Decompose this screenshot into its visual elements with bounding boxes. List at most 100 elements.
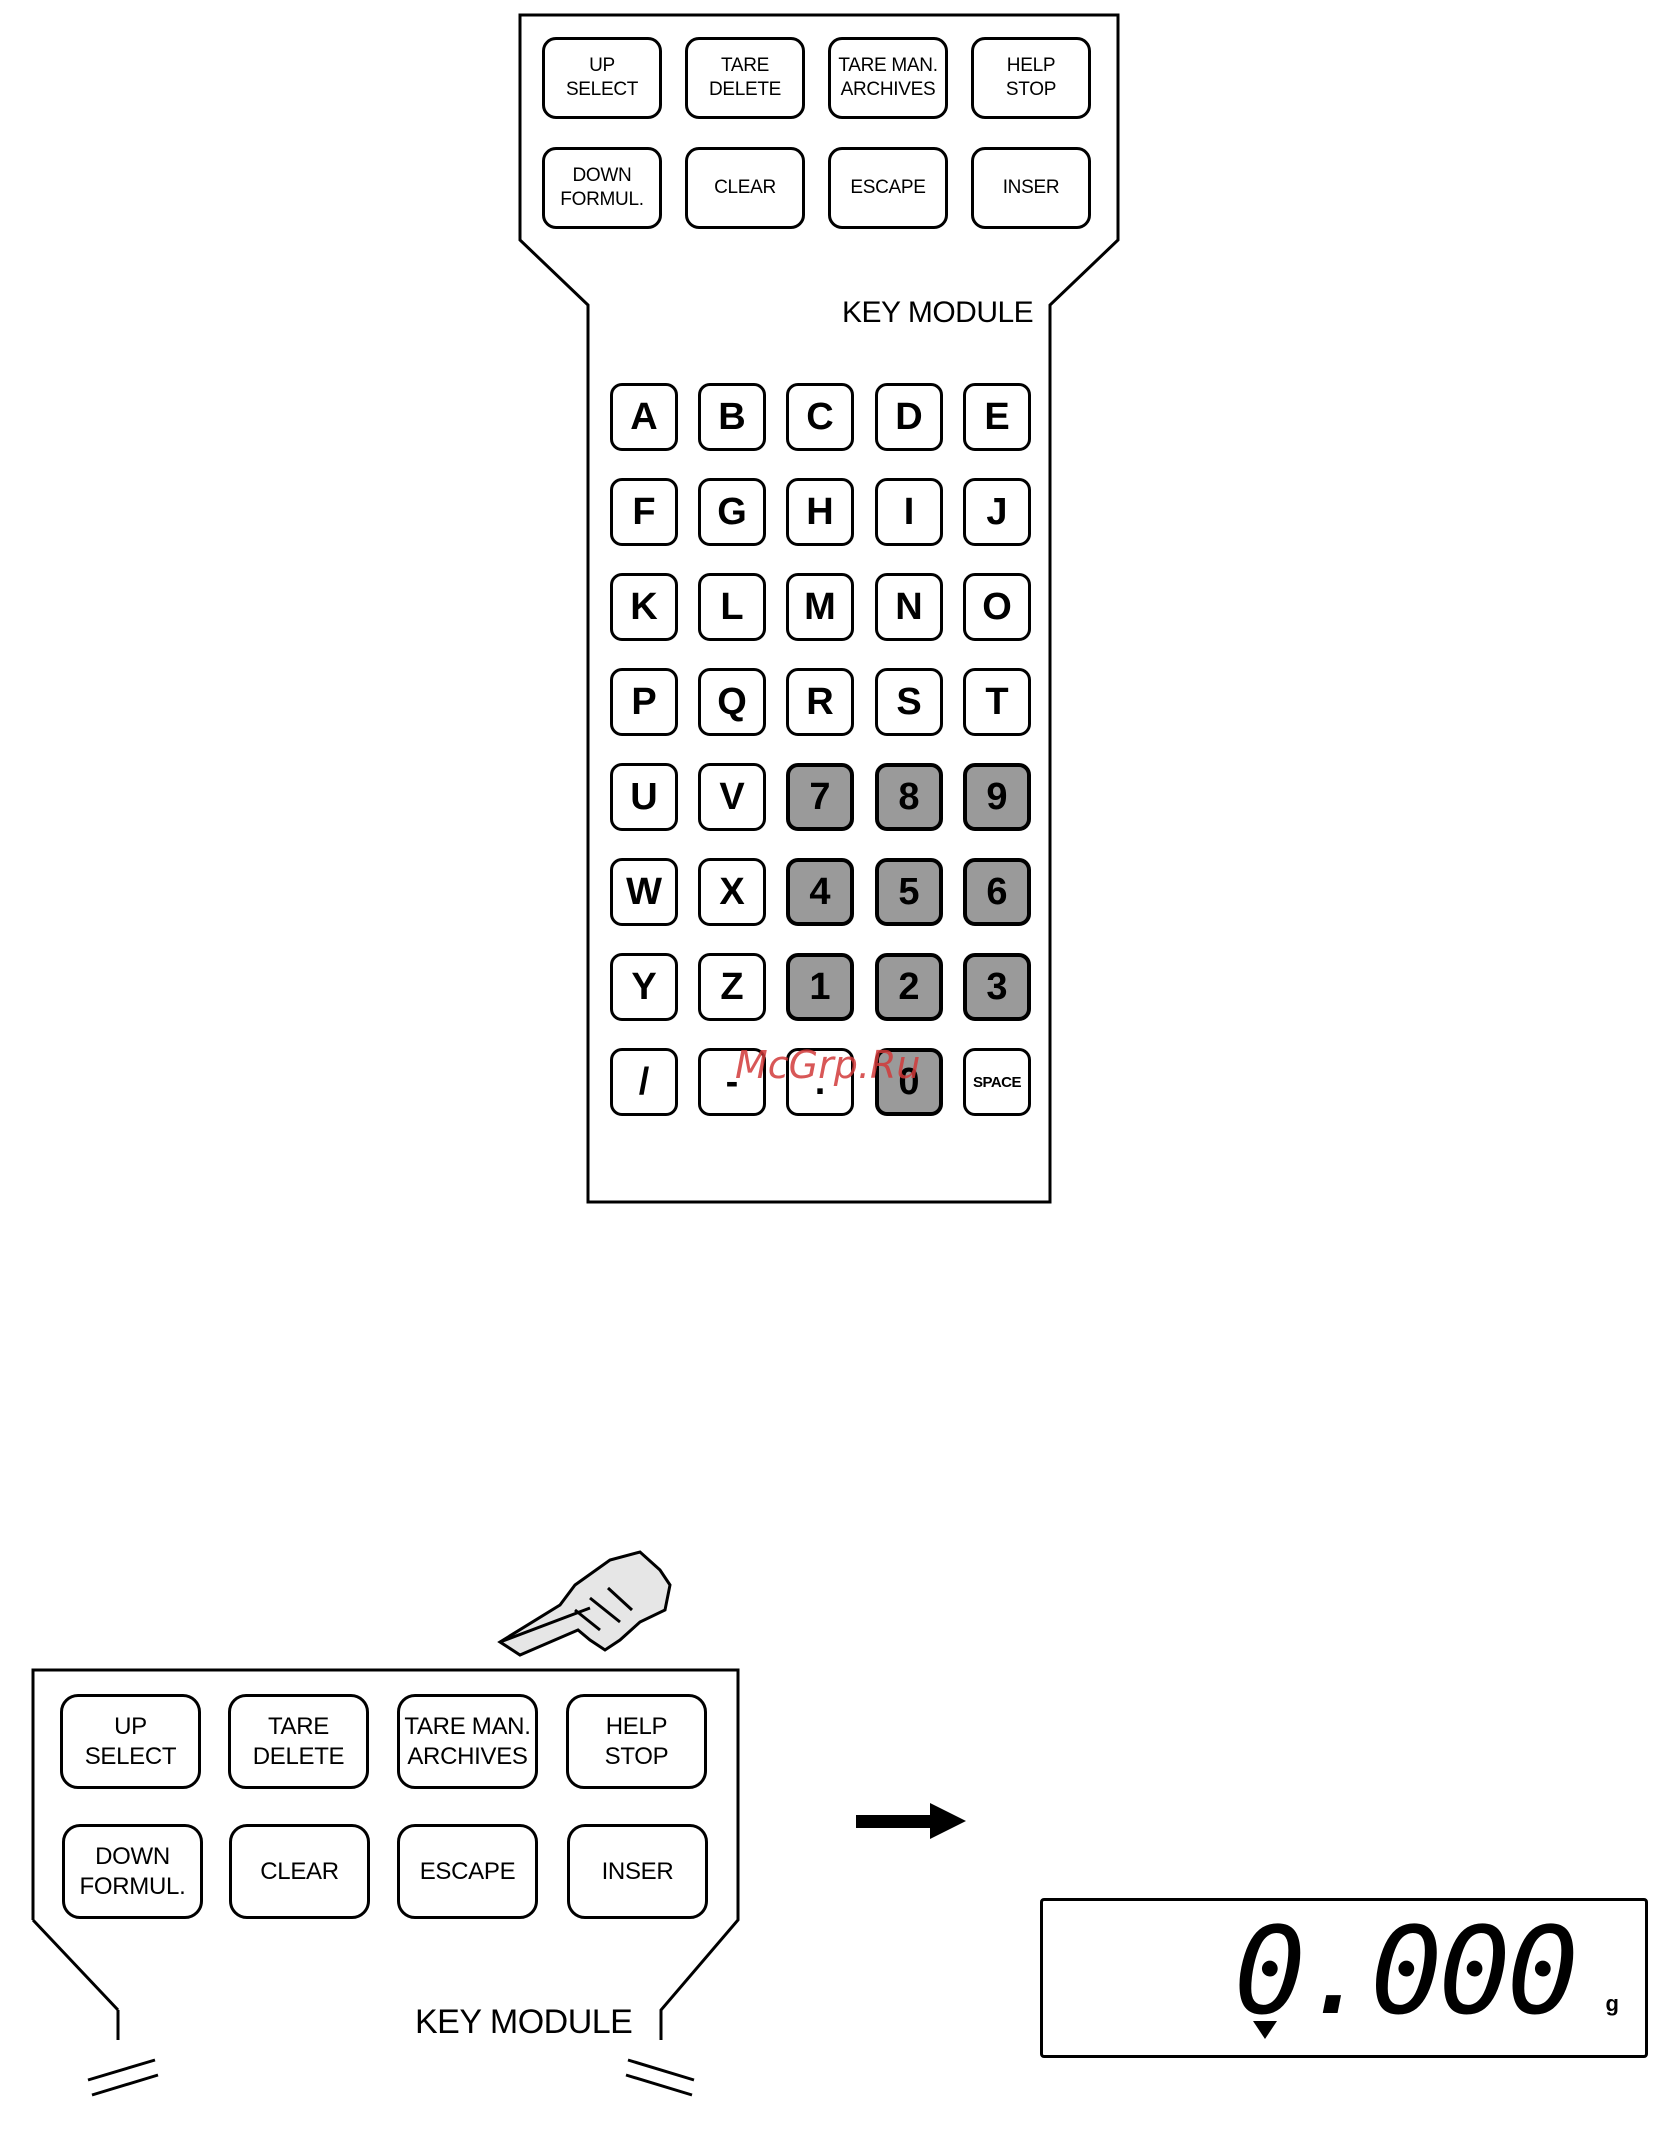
key-label: K [630,586,657,629]
key-label: H [806,491,833,534]
key-1[interactable]: 1 [786,953,854,1021]
key-label: U [630,776,657,819]
key-label: B [718,396,745,439]
key-label: 2 [898,966,919,1009]
key-7[interactable]: 7 [786,763,854,831]
key-label: 8 [898,776,919,819]
key-label: F [632,491,655,534]
key-f[interactable]: F [610,478,678,546]
key-space[interactable]: SPACE [963,1048,1031,1116]
weight-display: 0.000 g [1040,1898,1648,2058]
key-j[interactable]: J [963,478,1031,546]
key-2[interactable]: 2 [875,953,943,1021]
key-b[interactable]: B [698,383,766,451]
key-label: 5 [898,871,919,914]
key-label: 6 [986,871,1007,914]
bottom-clear-key[interactable]: CLEAR [229,1824,370,1919]
key-u[interactable]: U [610,763,678,831]
key-4[interactable]: 4 [786,858,854,926]
key-label: Z [720,966,743,1009]
key-g[interactable]: G [698,478,766,546]
display-unit: g [1606,1991,1619,2017]
key-label: 3 [986,966,1007,1009]
key-label: I [904,491,915,534]
key-r[interactable]: R [786,668,854,736]
key-y[interactable]: Y [610,953,678,1021]
top-module-label: KEY MODULE [842,296,1033,330]
key-9[interactable]: 9 [963,763,1031,831]
escape-key[interactable]: ESCAPE [828,147,948,229]
bottom-tare-man-archives-key[interactable]: TARE MAN.ARCHIVES [397,1694,538,1789]
key-3[interactable]: 3 [963,953,1031,1021]
key-d[interactable]: D [875,383,943,451]
bottom-module-break-left [88,2060,158,2095]
key-label: O [982,586,1012,629]
clear-key[interactable]: CLEAR [685,147,805,229]
tare-man-archives-key[interactable]: TARE MAN.ARCHIVES [828,37,948,119]
key-e[interactable]: E [963,383,1031,451]
key-label: / [639,1061,650,1104]
key-5[interactable]: 5 [875,858,943,926]
bottom-module-label: KEY MODULE [415,2003,632,2042]
key-x[interactable]: X [698,858,766,926]
key-label: SPACE [973,1074,1021,1091]
key-a[interactable]: A [610,383,678,451]
key-s[interactable]: S [875,668,943,736]
key-h[interactable]: H [786,478,854,546]
key-n[interactable]: N [875,573,943,641]
right-arrow-icon [856,1803,966,1839]
key-o[interactable]: O [963,573,1031,641]
key-label: L [720,586,743,629]
key-p[interactable]: P [610,668,678,736]
key-t[interactable]: T [963,668,1031,736]
key-l[interactable]: L [698,573,766,641]
key-v[interactable]: V [698,763,766,831]
key-q[interactable]: Q [698,668,766,736]
key-label: W [626,871,662,914]
key-label: 4 [809,871,830,914]
display-value: 0.000 [1234,1913,1575,2033]
key-m[interactable]: M [786,573,854,641]
key-6[interactable]: 6 [963,858,1031,926]
key-label: P [631,681,656,724]
key-label: M [804,586,836,629]
key-label: C [806,396,833,439]
key-label: S [896,681,921,724]
key-w[interactable]: W [610,858,678,926]
key-label: Y [631,966,656,1009]
key-label: 7 [809,776,830,819]
bottom-escape-key[interactable]: ESCAPE [397,1824,538,1919]
key-label: N [895,586,922,629]
bottom-inser-key[interactable]: INSER [567,1824,708,1919]
key-c[interactable]: C [786,383,854,451]
key-label: J [986,491,1007,534]
key-label: A [630,396,657,439]
bottom-module-break-right [626,2060,694,2095]
key-i[interactable]: I [875,478,943,546]
key-8[interactable]: 8 [875,763,943,831]
key-k[interactable]: K [610,573,678,641]
key-label: 9 [986,776,1007,819]
key-slash[interactable]: / [610,1048,678,1116]
key-label: Q [717,681,747,724]
key-z[interactable]: Z [698,953,766,1021]
key-label: G [717,491,747,534]
key-label: R [806,681,833,724]
key-label: V [719,776,744,819]
key-label: T [985,681,1008,724]
inser-key[interactable]: INSER [971,147,1091,229]
key-label: D [895,396,922,439]
key-label: X [719,871,744,914]
pointing-hand-icon [500,1552,670,1655]
key-label: E [984,396,1009,439]
watermark: McGrp.Ru [735,1043,920,1087]
key-label: 1 [809,966,830,1009]
